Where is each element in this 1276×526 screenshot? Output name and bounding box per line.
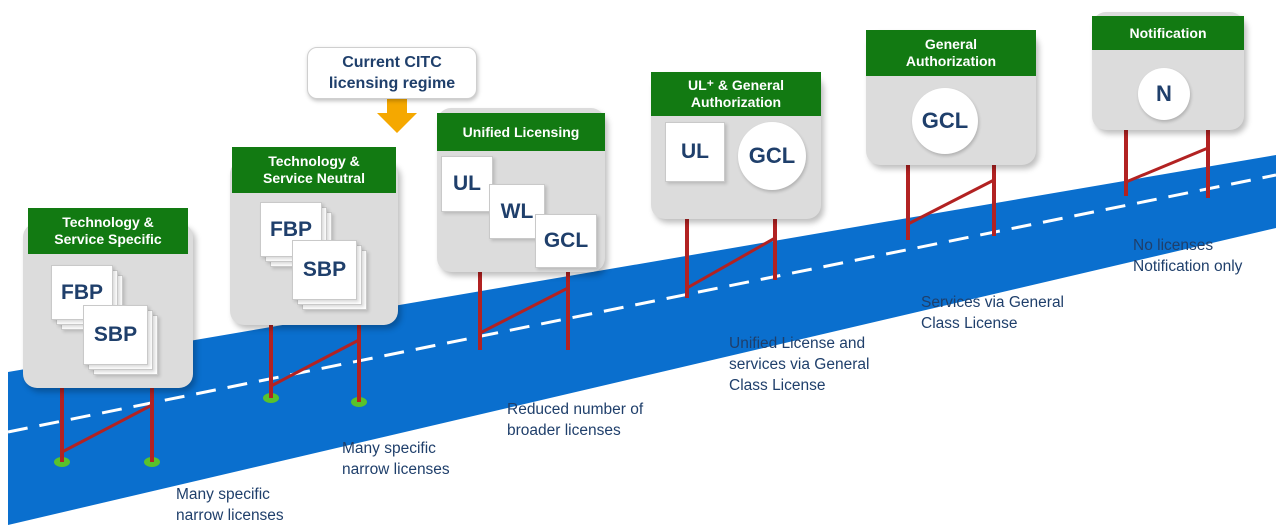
stage-title: Notification — [1092, 16, 1244, 50]
doc-stack-fbp: FBP — [51, 265, 123, 330]
doc-sbp: SBP — [292, 240, 357, 300]
sign-posts-2 — [263, 322, 367, 407]
sign-posts-1 — [54, 385, 160, 467]
road — [8, 155, 1276, 525]
current-citc-regime-label: Current CITC licensing regime — [307, 47, 477, 99]
stage-caption: Many specific narrow licenses — [176, 486, 284, 524]
stage-caption: No licenses Notification only — [1133, 237, 1243, 275]
stage-caption: Services via General Class License — [921, 294, 1065, 332]
stage-title: Unified Licensing — [437, 113, 605, 151]
stage-title: UL⁺ & General Authorization — [651, 72, 821, 116]
stage-caption: Many specific narrow licenses — [342, 440, 450, 478]
doc-fbp: FBP — [51, 265, 113, 320]
road-centerline — [7, 173, 1276, 434]
stage-title: Technology & Service Specific — [28, 208, 188, 254]
sign-posts-3 — [478, 268, 570, 350]
sign-posts-5 — [906, 163, 996, 240]
doc-ul: UL — [441, 156, 493, 212]
doc-stack-sbp: SBP — [83, 305, 158, 375]
doc-n: N — [1138, 68, 1190, 120]
sign-posts-4 — [685, 216, 777, 298]
doc-sbp: SBP — [83, 305, 148, 365]
doc-stack-sbp: SBP — [292, 240, 367, 310]
stage-caption: Reduced number of broader licenses — [507, 401, 644, 439]
doc-gcl: GCL — [912, 88, 978, 154]
stage-caption: Unified License and services via General… — [729, 335, 870, 394]
stage-title: General Authorization — [866, 30, 1036, 76]
stage-title: Technology & Service Neutral — [232, 147, 396, 193]
doc-gcl: GCL — [535, 214, 597, 268]
sign-posts-6 — [1124, 130, 1210, 198]
down-arrow-icon — [377, 97, 417, 133]
doc-ul: UL — [665, 122, 725, 182]
doc-gcl: GCL — [738, 122, 806, 190]
